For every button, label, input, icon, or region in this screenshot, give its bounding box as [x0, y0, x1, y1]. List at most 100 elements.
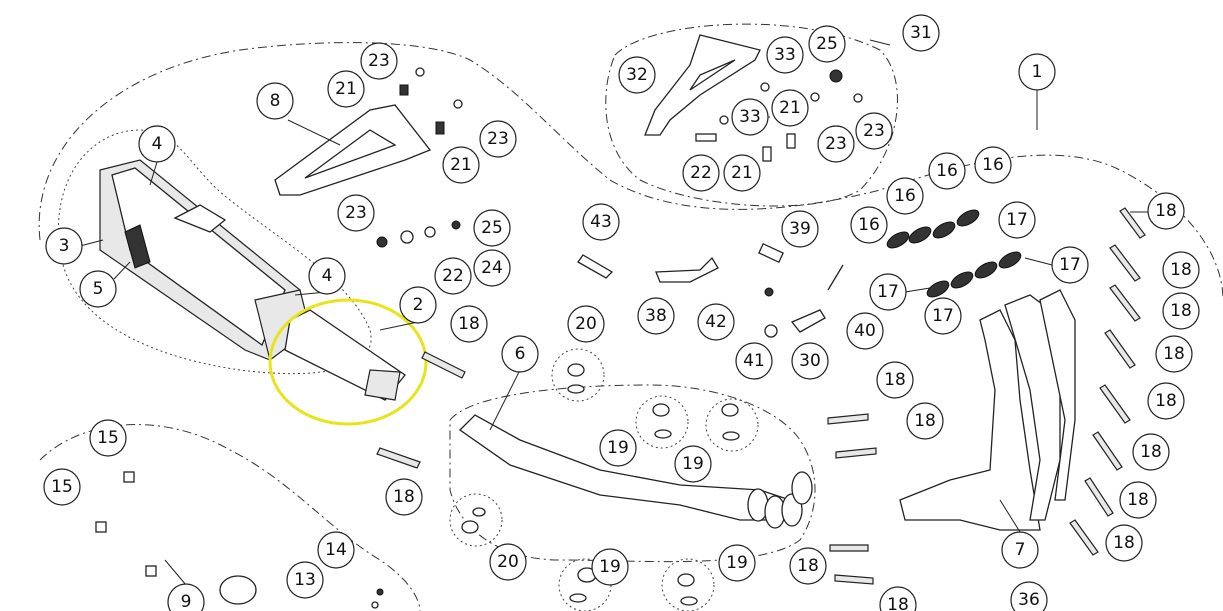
callout-number: 6: [515, 344, 526, 364]
callout-number: 18: [1127, 490, 1149, 510]
callout-17: 17: [998, 201, 1036, 239]
callout-bubble: [846, 312, 884, 350]
callout-bubble: [817, 125, 855, 163]
callout-number: 22: [442, 266, 464, 286]
callout-bubble: [337, 194, 375, 232]
callout-number: 9: [181, 592, 192, 611]
callout-bubble: [928, 152, 966, 190]
callout-bubble: [674, 445, 712, 483]
callout-number: 32: [626, 65, 648, 85]
callout-4: 4: [138, 125, 176, 163]
callout-bubble: [43, 468, 81, 506]
callout-18: 18: [1105, 524, 1143, 562]
callout-bubble: [1018, 53, 1056, 91]
callout-bubble: [399, 286, 437, 324]
callout-bubble: [876, 361, 914, 399]
callout-21: 21: [327, 70, 365, 108]
callout-bubble: [1147, 382, 1185, 420]
group-19-outline-b: [705, 398, 759, 452]
callout-number: 16: [982, 155, 1004, 175]
callout-19: 19: [599, 429, 637, 467]
callout-bubble: [723, 154, 761, 192]
callout-number: 21: [335, 79, 357, 99]
springs-18: [376, 207, 1146, 585]
callout-18: 18: [1119, 481, 1157, 519]
callout-number: 23: [345, 203, 367, 223]
callout-2: 2: [399, 286, 437, 324]
callout-21: 21: [723, 154, 761, 192]
callout-23: 23: [479, 120, 517, 158]
callout-bubble: [1105, 524, 1143, 562]
callout-number: 18: [1113, 533, 1135, 553]
callout-bubble: [317, 531, 355, 569]
callout-16: 16: [886, 177, 924, 215]
callout-bubble: [591, 548, 629, 586]
callout-bubble: [79, 270, 117, 308]
header-group-outline: [449, 384, 816, 563]
callout-bubble: [735, 342, 773, 380]
callout-23: 23: [817, 125, 855, 163]
callout-40: 40: [846, 312, 884, 350]
callout-31: 31: [902, 14, 940, 52]
callout-number: 25: [481, 218, 503, 238]
callout-bubble: [1162, 292, 1200, 330]
callout-number: 39: [789, 219, 811, 239]
callout-bubble: [855, 112, 893, 150]
callout-18: 18: [1147, 382, 1185, 420]
callout-18: 18: [1132, 433, 1170, 471]
callout-number: 18: [914, 411, 936, 431]
callout-bubble: [1132, 433, 1170, 471]
callout-20: 20: [489, 543, 527, 581]
callout-7: 7: [1001, 531, 1039, 569]
callout-1: 1: [1018, 53, 1056, 91]
callout-14: 14: [317, 531, 355, 569]
callout-18: 18: [1162, 251, 1200, 289]
callout-13: 13: [286, 561, 324, 599]
callout-bubble: [1119, 481, 1157, 519]
callout-bubble: [682, 154, 720, 192]
callout-number: 18: [1170, 260, 1192, 280]
callout-bubble: [489, 543, 527, 581]
callout-22: 22: [434, 257, 472, 295]
group-19-outline-d: [661, 558, 715, 611]
callout-18: 18: [906, 402, 944, 440]
callout-38: 38: [637, 297, 675, 335]
callout-15: 15: [43, 468, 81, 506]
callout-bubble: [450, 305, 488, 343]
group-19-outline-a: [635, 395, 689, 449]
callout-bubble: [697, 303, 735, 341]
callout-bubble: [789, 547, 827, 585]
callout-number: 30: [799, 351, 821, 371]
callout-number: 15: [97, 428, 119, 448]
callout-25: 25: [808, 25, 846, 63]
bracket-8-part: [274, 104, 432, 196]
callout-number: 18: [1140, 442, 1162, 462]
callout-bubble: [924, 297, 962, 335]
callout-16: 16: [974, 146, 1012, 184]
callout-bubble: [1051, 246, 1089, 284]
header-pipe-6-part: [458, 414, 813, 529]
callout-number: 19: [682, 454, 704, 474]
callout-number: 17: [1006, 210, 1028, 230]
callout-18: 18: [1147, 192, 1185, 230]
callout-number: 18: [884, 370, 906, 390]
callout-15: 15: [89, 419, 127, 457]
callout-number: 24: [481, 258, 503, 278]
callout-number: 1: [1032, 62, 1043, 82]
callout-18: 18: [789, 547, 827, 585]
callout-bubble: [1162, 251, 1200, 289]
callout-bubble: [808, 25, 846, 63]
callout-18: 18: [876, 361, 914, 399]
callout-number: 43: [590, 212, 612, 232]
callout-bubble: [473, 209, 511, 247]
callout-number: 15: [51, 477, 73, 497]
callout-42: 42: [697, 303, 735, 341]
callout-bubble: [998, 201, 1036, 239]
callout-number: 33: [774, 45, 796, 65]
callout-33: 33: [731, 98, 769, 136]
callout-bubble: [906, 402, 944, 440]
callout-number: 40: [854, 321, 876, 341]
callout-bubble: [442, 146, 480, 184]
callout-23: 23: [855, 112, 893, 150]
callout-16: 16: [850, 206, 888, 244]
